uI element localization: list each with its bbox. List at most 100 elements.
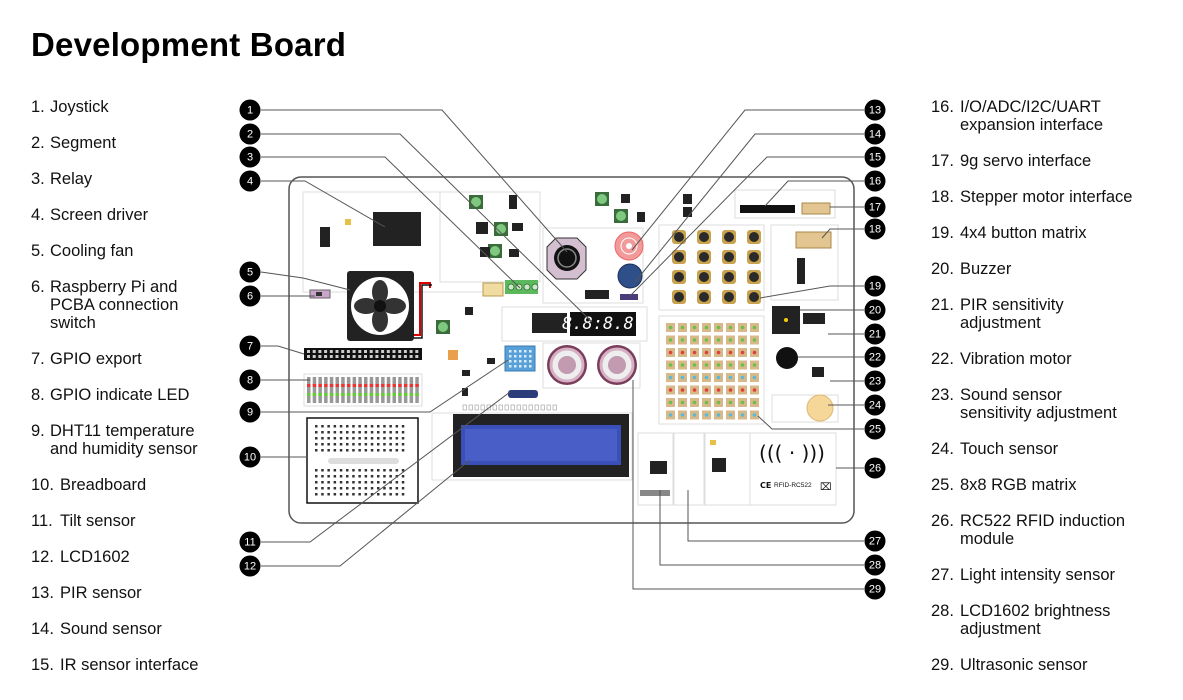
rgb-led-dot [740,350,745,355]
breadboard-hole [377,493,380,496]
breadboard-hole [352,481,355,484]
breadboard-hole [389,481,392,484]
callout-circle [864,218,886,240]
rgb-led-dot [716,350,721,355]
callout-number: 6 [247,291,253,303]
legend-text-line: Sound sensor [960,386,1062,404]
breadboard-hole [364,469,368,472]
rgb-led-dot [752,375,757,380]
rgb-led-dot [668,375,673,380]
callout-circle [864,99,886,121]
legend-text-line: Light intensity sensor [960,566,1116,584]
rgb-led-dot [740,388,745,392]
line-14 [634,133,864,283]
smd-component [487,358,495,364]
gpio-leds [307,377,419,403]
callout-number: 28 [869,560,881,572]
rgb-led-dot [680,338,685,342]
callout-number: 10 [244,452,256,464]
gpio-pin [364,355,367,358]
callout-4: 4 [239,170,261,192]
matrix-button-cap [724,232,734,242]
legend-number: 8. [31,386,45,404]
smd-component [462,370,470,376]
legend-item: 22.Vibration motor [931,350,1072,368]
smd-component [710,440,716,445]
rgb-led-dot [668,413,673,417]
breadboard-hole [364,493,368,496]
breadboard-hole [315,425,318,428]
breadboard-hole [339,431,343,434]
breadboard-hole [346,437,349,440]
rgb-led-dot [680,350,685,355]
legend-text-line: adjustment [960,314,1041,332]
legend-text: Tilt sensor [60,512,136,530]
gpio-led-green [415,393,419,396]
legend-text: Segment [50,134,116,152]
legend-item: 10.Breadboard [31,476,146,494]
callout-circle [239,261,261,283]
line-11 [261,391,511,543]
legend-item: 2.Segment [31,134,116,152]
gpio-pin [392,355,396,358]
switch-knob [316,292,322,296]
expansion-header [740,205,795,213]
callout-circle [239,401,261,423]
rgb-led-dot [692,388,697,392]
ic-chip [509,249,519,257]
breadboard-hole [327,493,330,496]
dht-vent [509,350,512,353]
callout-number: 3 [247,152,253,164]
breadboard-hole [352,449,355,452]
legend-item: 27.Light intensity sensor [931,566,1115,584]
button-cap [496,224,506,234]
rgb-led-dot [704,325,709,330]
breadboard-hole [389,475,392,478]
gpio-pin [398,350,402,353]
gpio-pin [324,355,328,358]
breadboard-hole [333,487,337,490]
lcd-pin [546,404,551,411]
gpio-led-column [375,377,379,403]
gpio-led-red [329,384,334,387]
gpio-pin [307,350,310,353]
matrix-button-cap [699,272,709,282]
breadboard-hole [333,449,337,452]
legend-text-line: Sound sensor [60,620,162,638]
gpio-led-green [324,393,328,396]
callout-circle [864,554,886,576]
gpio-pin [415,355,419,358]
rgb-led-dot [728,413,733,417]
ic-chip [621,194,630,203]
legend-item: 19.4x4 button matrix [931,224,1087,242]
relay-section [439,191,541,283]
gpio-pin [381,355,385,358]
breadboard-hole [358,449,361,452]
gpio-pin [329,355,333,358]
rgb-led-dot [728,375,733,380]
breadboard-hole [383,437,386,440]
line-29 [632,380,864,590]
legend-text-line: adjustment [960,620,1041,638]
gpio-led-red [307,384,311,387]
legend-text-line: GPIO indicate LED [50,386,190,404]
callout-number: 18 [869,224,881,236]
rfid-module [749,432,837,506]
gpio-led-red [375,384,379,387]
legend-text: Vibration motor [960,350,1072,368]
breadboard-hole [339,425,343,428]
matrix-button-cap [749,292,759,302]
line-3 [261,156,521,289]
gpio-led-green [346,393,351,396]
breadboard-hole [358,431,361,434]
breadboard-hole [364,475,368,478]
breadboard-hole [333,437,337,440]
callout-26: 26 [864,457,886,479]
gpio-led-red [324,384,328,387]
gpio-pin [352,355,356,358]
breadboard-hole [333,469,337,472]
breadboard-hole [389,431,392,434]
